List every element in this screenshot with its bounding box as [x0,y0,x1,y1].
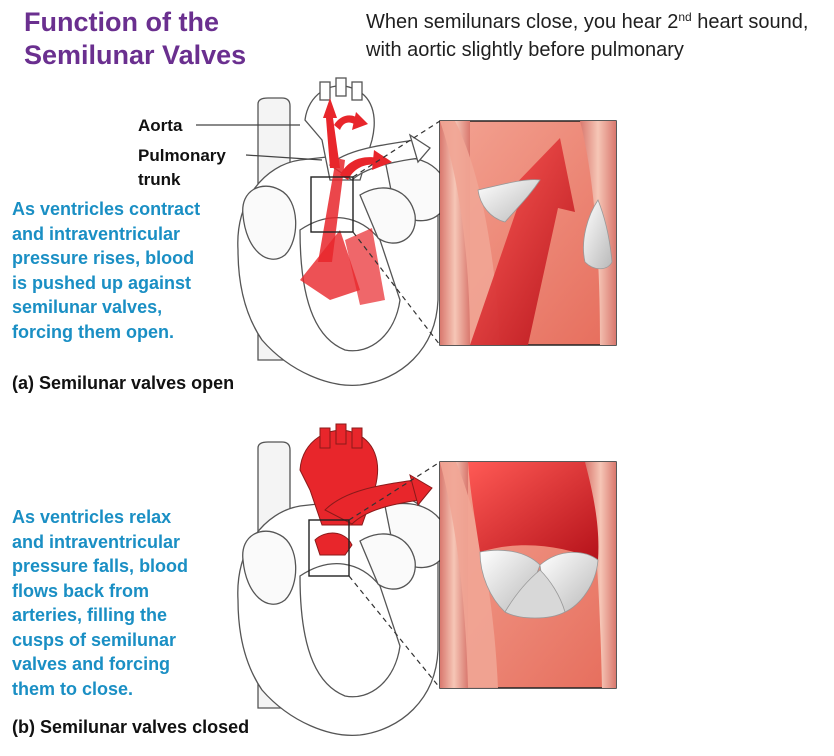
description-open-line: As ventricles contract [12,199,201,219]
label-pulmonary-line-2: trunk [138,170,181,189]
title-line-2: Semilunar Valves [24,40,247,70]
subtitle-superscript: nd [678,10,692,24]
description-open-line: forcing them open. [12,321,174,342]
label-aorta: Aorta [138,116,183,135]
title-line-1: Function of the [24,7,219,37]
label-pulmonary-line-1: Pulmonary [138,146,226,165]
subtitle-text-2: heart sound, with aortic slightly before… [366,11,809,61]
blood-filled-arteries-closed [299,423,433,556]
description-closed-line: flows back from [12,580,150,601]
blood-arrow-up [470,138,575,345]
description-open-line: pressure rises, blood [12,248,195,268]
page-title: Function of the Semilunar Valves [24,6,324,72]
subtitle-text-1: When semilunars close, you hear 2 [366,11,679,33]
valve-zoom-closed [439,461,617,689]
flow-arrow-up-left [323,98,337,118]
description-closed-line: pressure falls, blood [12,556,189,576]
cusp-right-open [583,199,613,270]
flow-arrow-aorta-right [352,112,368,130]
description-closed-line: As ventricles relax [12,507,172,527]
description-open-line: and intraventricular [12,223,181,244]
description-closed-line: and intraventricular [12,531,181,552]
page-subtitle: When semilunars close, you hear 2nd hear… [366,8,834,64]
description-closed-line: valves and forcing [12,654,171,674]
caption-closed: (b) Semilunar valves closed [12,717,250,737]
caption-open: (a) Semilunar valves open [12,373,235,393]
flow-arrow-pulmonary [372,150,392,170]
description-open-line: is pushed up against [12,272,192,293]
description-open: As ventricles contract and intraventricu… [12,197,242,344]
blood-flow-open [300,98,392,305]
zoom-region-open [310,176,354,233]
description-closed-line: them to close. [12,678,134,699]
valve-zoom-open [439,120,617,346]
blood-backflow [468,462,599,560]
description-closed-line: arteries, filling the [12,605,168,625]
cusp-center-closed [504,569,566,619]
zoom-region-closed [308,519,350,577]
description-open-line: semilunar valves, [12,297,163,317]
cusp-left-open [477,179,541,223]
description-closed-line: cusps of semilunar [12,629,177,650]
description-closed: As ventricles relax and intraventricular… [12,505,242,701]
label-leaders-open [196,124,323,161]
